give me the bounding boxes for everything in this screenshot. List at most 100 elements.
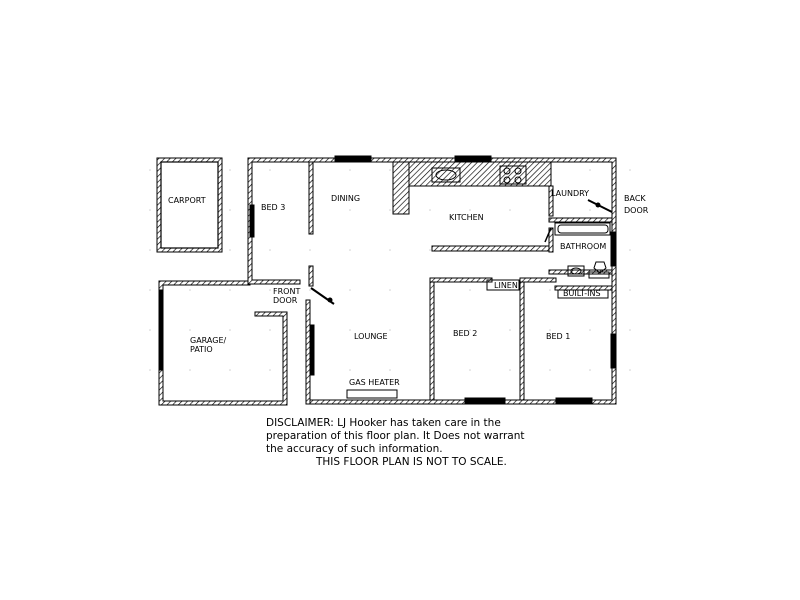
grid-dot: [149, 329, 151, 331]
front-door: [310, 287, 335, 305]
grid-dot: [469, 209, 471, 211]
grid-dot: [149, 209, 151, 211]
grid-dot: [389, 249, 391, 251]
grid-dot: [389, 369, 391, 371]
label-carport: CARPORT: [168, 196, 206, 205]
label-lounge: LOUNGE: [354, 332, 388, 341]
label-front-door-2: DOOR: [273, 296, 298, 305]
grid-dot: [629, 289, 631, 291]
grid-dot: [229, 209, 231, 211]
grid-dot: [229, 289, 231, 291]
grid-dot: [269, 369, 271, 371]
carport-structure: [156, 157, 223, 253]
label-back-door-1: BACK: [624, 194, 646, 203]
cooktop-icon: [499, 165, 527, 185]
grid-dot: [589, 329, 591, 331]
grid-dot: [269, 209, 271, 211]
window-dining: [334, 155, 372, 162]
grid-dot: [629, 169, 631, 171]
grid-dot: [349, 169, 351, 171]
grid-dot: [589, 169, 591, 171]
grid-dot: [469, 369, 471, 371]
grid-dot: [389, 169, 391, 171]
grid-dot: [309, 289, 311, 291]
grid-dot: [629, 249, 631, 251]
label-garage-1: GARAGE/: [190, 336, 226, 345]
grid-dot: [229, 329, 231, 331]
grid-dot: [429, 249, 431, 251]
kitchen-sink-icon: [431, 167, 461, 183]
grid-dot: [229, 249, 231, 251]
grid-dot: [429, 209, 431, 211]
grid-dot: [389, 329, 391, 331]
grid-dot: [549, 369, 551, 371]
grid-dot: [589, 369, 591, 371]
grid-dot: [149, 169, 151, 171]
window-bed2: [464, 397, 506, 404]
grid-dot: [349, 329, 351, 331]
grid-dot: [469, 329, 471, 331]
label-built-ins: BUILT-INS: [563, 289, 601, 298]
gas-heater-icon: [346, 389, 398, 399]
grid-dot: [349, 289, 351, 291]
disclaimer-scale-note: THIS FLOOR PLAN IS NOT TO SCALE.: [316, 456, 507, 468]
linen-cupboard: [486, 279, 520, 291]
label-bathroom: BATHROOM: [560, 242, 606, 251]
grid-dot: [509, 369, 511, 371]
grid-dot: [269, 289, 271, 291]
laundry-door: [544, 227, 552, 243]
grid-dot: [349, 369, 351, 371]
garage-window: [159, 289, 164, 371]
label-laundry: LAUNDRY: [551, 189, 589, 198]
grid-dot: [309, 249, 311, 251]
grid-dot: [549, 329, 551, 331]
label-gas-heater: GAS HEATER: [349, 378, 400, 387]
grid-dot: [349, 249, 351, 251]
label-linen: LINEN: [494, 281, 518, 290]
window-bathroom: [610, 231, 617, 267]
grid-dot: [149, 289, 151, 291]
grid-dot: [389, 289, 391, 291]
grid-dot: [229, 369, 231, 371]
grid-dot: [629, 209, 631, 211]
disclaimer-line-2: preparation of this floor plan. It Does …: [266, 430, 525, 442]
label-bed2: BED 2: [453, 329, 477, 338]
built-ins-cupboard: [557, 289, 609, 299]
label-kitchen: KITCHEN: [449, 213, 484, 222]
grid-dot: [389, 209, 391, 211]
windows: [249, 155, 617, 404]
grid-dot: [469, 289, 471, 291]
label-bed3: BED 3: [261, 203, 285, 212]
grid-dot: [549, 289, 551, 291]
grid-dot: [589, 249, 591, 251]
basin-icon: [567, 265, 585, 277]
garage-structure: [158, 280, 288, 406]
window-bed1-side: [610, 333, 617, 369]
grid-dot: [149, 369, 151, 371]
toilet-icon: [588, 261, 610, 279]
label-bed1: BED 1: [546, 332, 570, 341]
grid-dot: [229, 169, 231, 171]
label-front-door-1: FRONT: [273, 287, 300, 296]
grid-dot: [269, 169, 271, 171]
disclaimer-line-1: DISCLAIMER: LJ Hooker has taken care in …: [266, 417, 501, 429]
disclaimer-text: DISCLAIMER: LJ Hooker has taken care in …: [266, 417, 566, 469]
bathtub-icon: [554, 222, 611, 236]
grid-dot: [589, 209, 591, 211]
label-garage-2: PATIO: [190, 345, 213, 354]
grid-dot: [189, 289, 191, 291]
window-kitchen: [454, 155, 492, 162]
window-bed3: [249, 204, 255, 238]
grid-dot: [629, 329, 631, 331]
label-dining: DINING: [331, 194, 360, 203]
label-back-door-2: DOOR: [624, 206, 649, 215]
disclaimer-line-3: the accuracy of such information.: [266, 443, 443, 455]
grid-dot: [269, 329, 271, 331]
grid-dot: [189, 369, 191, 371]
grid-dot: [349, 209, 351, 211]
grid-dot: [189, 329, 191, 331]
window-lounge: [309, 324, 315, 376]
back-door: [587, 199, 613, 213]
grid-dot: [149, 249, 151, 251]
